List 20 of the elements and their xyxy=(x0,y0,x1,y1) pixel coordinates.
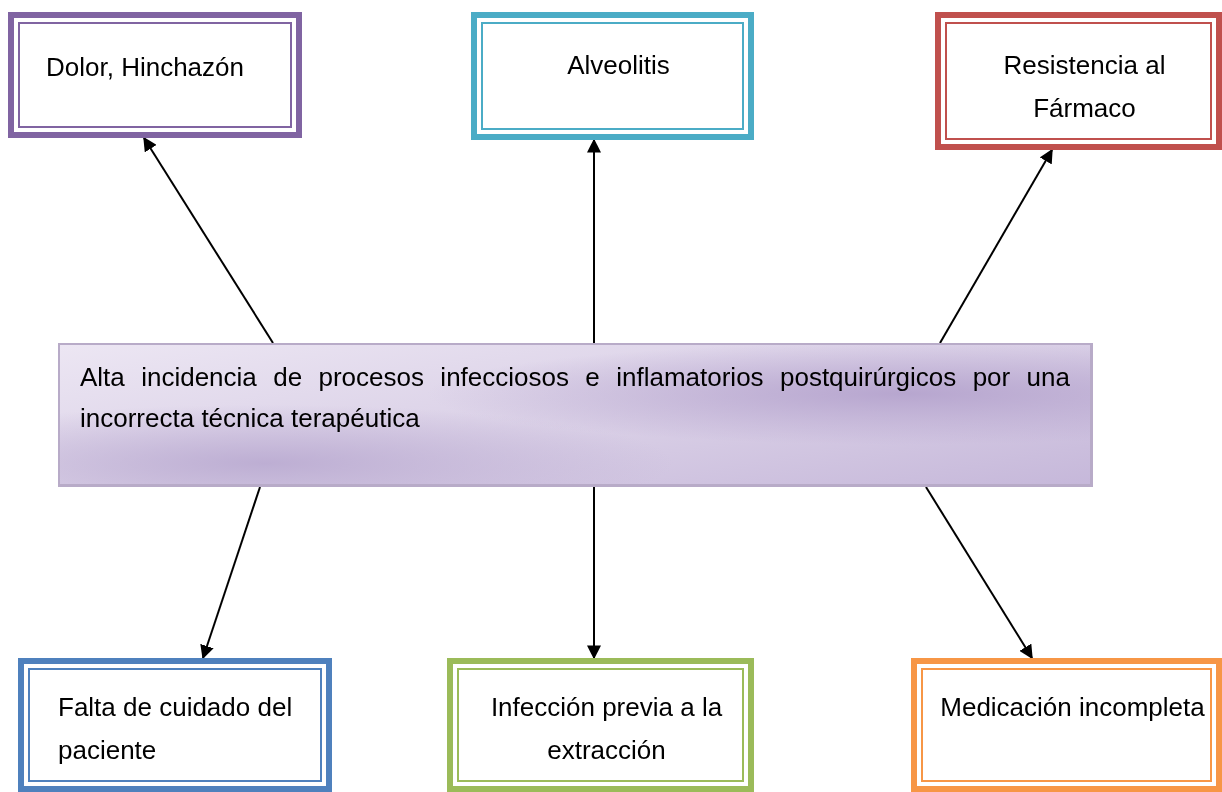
arrow xyxy=(200,486,261,660)
double-bordered-box xyxy=(8,12,302,138)
arrow xyxy=(587,486,601,660)
box-text: Alta incidencia de procesos infecciosos e inflamatorios postquirúrgicos por una incorrecta técnica terapéutica xyxy=(80,361,1070,435)
arrow xyxy=(143,136,274,344)
box-text: Falta de cuidado del paciente xyxy=(58,691,294,767)
gradient-box xyxy=(58,343,1093,487)
double-bordered-box xyxy=(447,658,754,792)
box-text: Resistencia al Fármaco xyxy=(1002,49,1167,125)
box-text: Dolor, Hinchazón xyxy=(46,51,245,84)
arrow xyxy=(925,486,1033,660)
double-bordered-box xyxy=(471,12,754,140)
double-bordered-box xyxy=(935,12,1222,150)
box-text: Alveolitis xyxy=(566,49,671,82)
double-bordered-box xyxy=(911,658,1222,792)
double-bordered-box xyxy=(18,658,332,792)
box-text: Infección previa a la extracción xyxy=(489,691,724,767)
arrow xyxy=(939,148,1053,344)
arrow xyxy=(587,138,601,344)
box-text: Medicación incompleta xyxy=(939,691,1206,724)
